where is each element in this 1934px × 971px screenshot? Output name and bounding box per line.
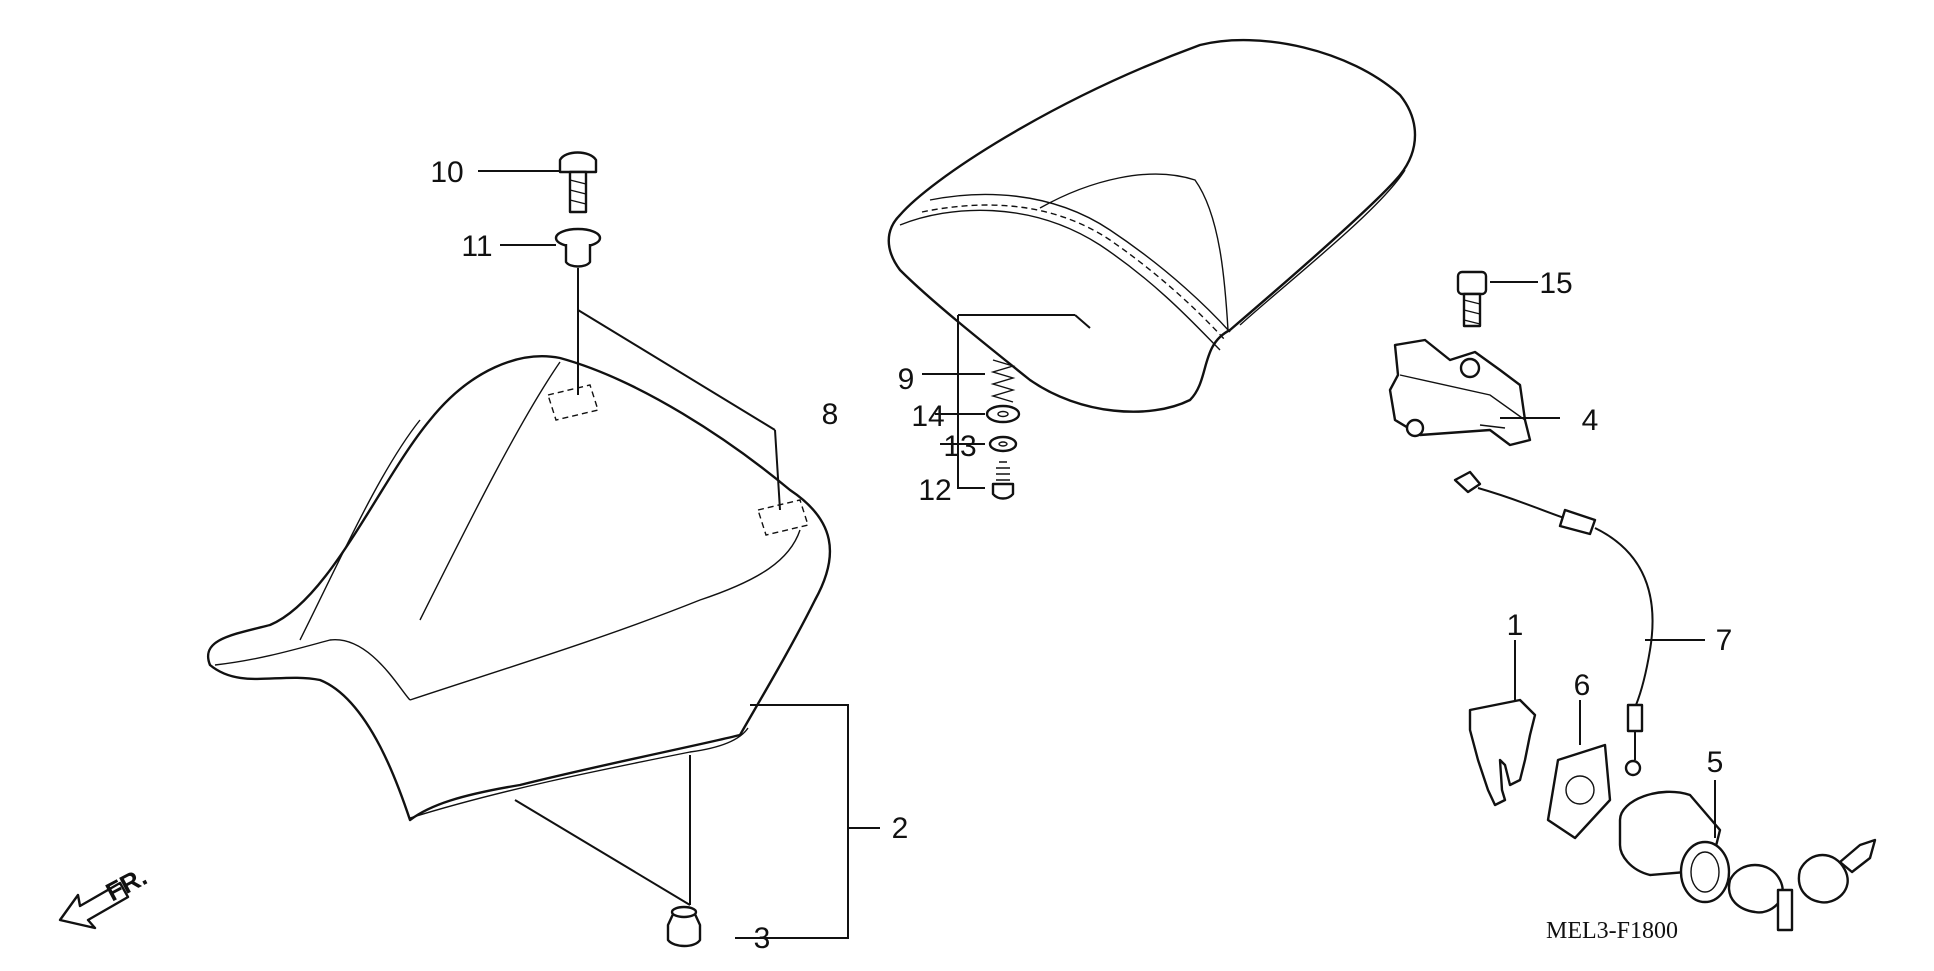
callout-6: 6	[1574, 669, 1591, 702]
callout-9: 9	[898, 363, 915, 396]
collar-11	[554, 227, 602, 268]
bolt-15	[1456, 270, 1488, 328]
key-icon	[1727, 838, 1877, 932]
rider-seat	[206, 355, 832, 822]
washer-14	[985, 404, 1021, 424]
callout-4: 4	[1582, 404, 1599, 437]
bolt-10	[558, 151, 598, 214]
seat-latch-4	[1388, 338, 1532, 447]
seat-cable-7	[1453, 470, 1654, 777]
part-code-label: MEL3-F1800	[1546, 918, 1678, 944]
callout-5: 5	[1707, 746, 1724, 779]
callout-14: 14	[911, 400, 944, 433]
callout-3: 3	[754, 922, 771, 955]
callout-15: 15	[1539, 267, 1572, 300]
callout-2: 2	[892, 812, 909, 845]
nut-3	[666, 905, 702, 948]
callout-7: 7	[1716, 624, 1733, 657]
front-direction-arrow-icon	[58, 881, 130, 930]
callout-10: 10	[430, 156, 463, 189]
screw-12	[991, 461, 1015, 500]
callout-13: 13	[943, 430, 976, 463]
callout-11: 11	[461, 230, 492, 263]
washer-13	[988, 435, 1018, 453]
seat-lock-5	[1618, 790, 1731, 904]
callout-8: 8	[822, 398, 839, 431]
callout-1: 1	[1507, 609, 1524, 642]
pillion-seat	[887, 38, 1417, 413]
holder-1	[1468, 698, 1537, 807]
plate-6	[1546, 743, 1612, 840]
callout-12: 12	[918, 474, 951, 507]
spring-9	[990, 359, 1016, 403]
